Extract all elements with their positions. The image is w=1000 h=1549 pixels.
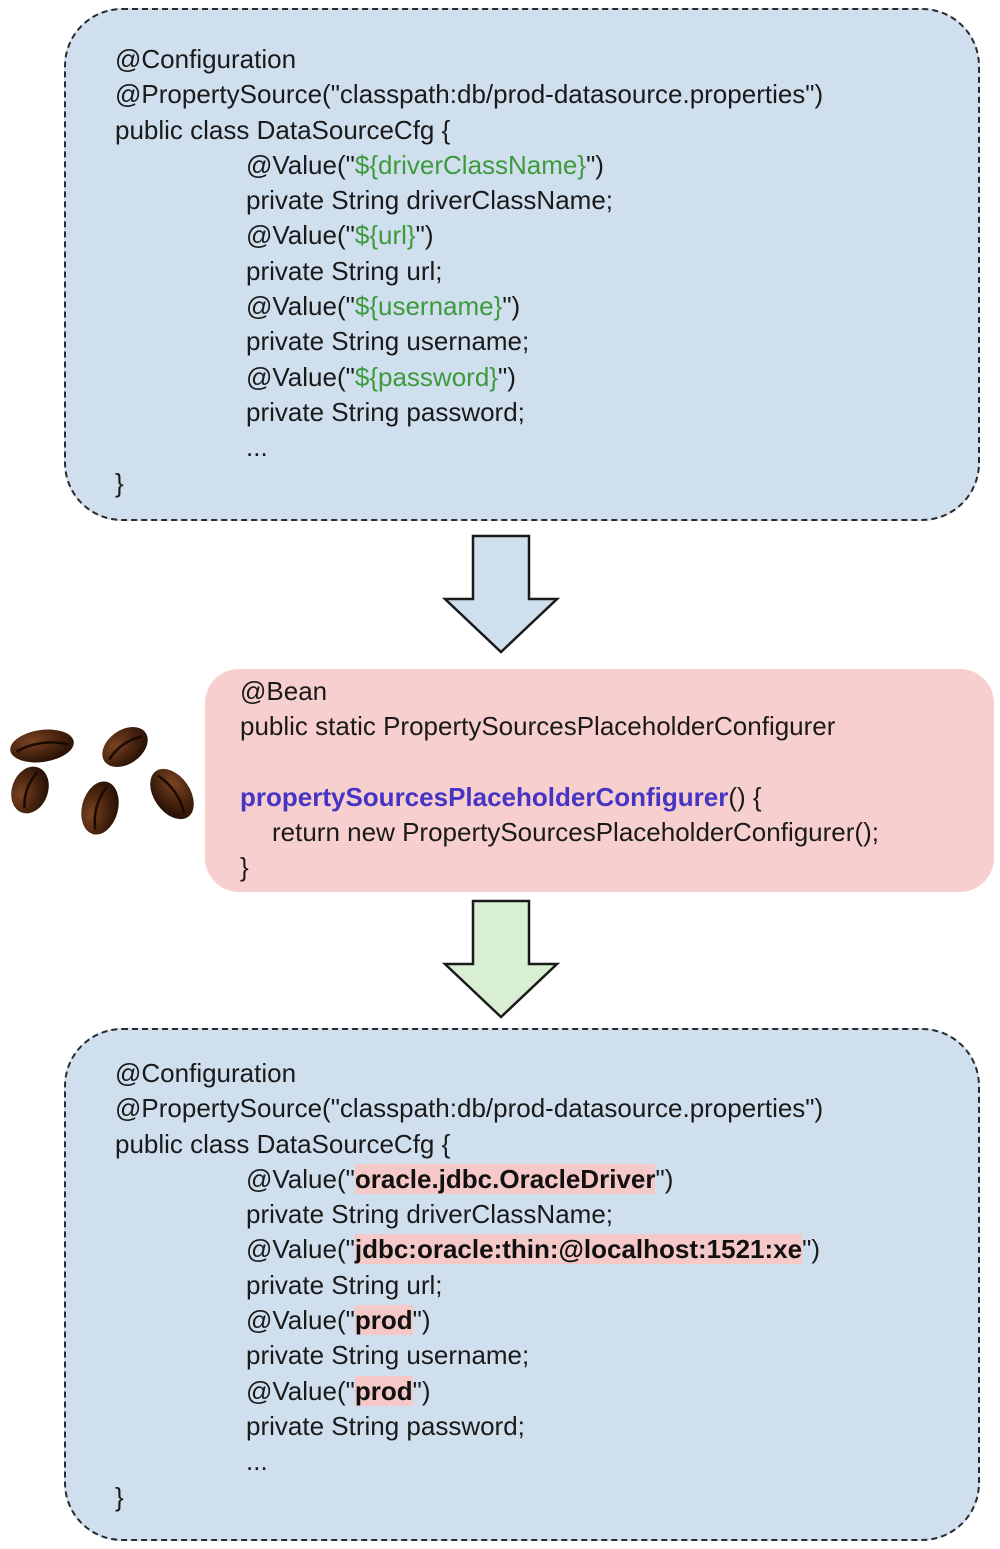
value-annotation: @Value("${url}") (246, 220, 434, 251)
value-annotation: @Value("prod") (246, 1375, 431, 1406)
resolved-value: oracle.jdbc.OracleDriver (354, 1163, 656, 1194)
blank-line (240, 745, 994, 780)
coffee-bean (102, 727, 148, 767)
resolved-value: prod (354, 1305, 413, 1336)
method-name-line: propertySourcesPlaceholderConfigurer() { (240, 781, 762, 812)
placeholder-expression: ${username} (354, 291, 503, 322)
property-source-annotation: @PropertySource("classpath:db/prod-datas… (115, 1093, 824, 1124)
placeholder-expression: ${password} (354, 361, 498, 392)
ellipsis: ... (246, 1446, 268, 1477)
bean-annotation: @Bean (240, 676, 328, 706)
value-annotation: @Value("${driverClassName}") (246, 149, 604, 180)
coffee-bean (81, 781, 119, 835)
coffee-bean (150, 768, 194, 820)
method-closing-brace: } (240, 852, 249, 883)
method-name: propertySourcesPlaceholderConfigurer (240, 781, 729, 812)
class-declaration: public class DataSourceCfg { (115, 1128, 451, 1159)
field-declaration: private String username; (246, 326, 530, 357)
field-declaration: private String url; (246, 1269, 443, 1300)
coffee-beans-icon (10, 727, 194, 835)
field-declaration: private String password; (246, 396, 525, 427)
configuration-annotation: @Configuration (115, 1058, 297, 1088)
resolved-value: jdbc:oracle:thin:@localhost:1521:xe (354, 1234, 803, 1265)
field-declaration: private String password; (246, 1410, 525, 1441)
down-arrow-icon (441, 899, 561, 1019)
config-box-resolved: @Configuration @PropertySource("classpat… (64, 1028, 980, 1541)
property-source-annotation: @PropertySource("classpath:db/prod-datas… (115, 79, 824, 110)
field-declaration: private String driverClassName; (246, 1199, 614, 1230)
down-arrow-icon (441, 534, 561, 654)
method-body: return new PropertySourcesPlaceholderCon… (272, 817, 879, 848)
class-closing-brace: } (115, 467, 124, 498)
class-closing-brace: } (115, 1481, 124, 1512)
placeholder-expression: ${driverClassName} (354, 149, 587, 180)
value-annotation: @Value("${username}") (246, 291, 521, 322)
config-box-placeholders: @Configuration @PropertySource("classpat… (64, 8, 980, 521)
value-annotation: @Value("jdbc:oracle:thin:@localhost:1521… (246, 1234, 820, 1265)
value-annotation: @Value("${password}") (246, 361, 516, 392)
value-annotation: @Value("oracle.jdbc.OracleDriver") (246, 1163, 674, 1194)
field-declaration: private String driverClassName; (246, 185, 614, 216)
class-declaration: public class DataSourceCfg { (115, 114, 451, 145)
method-signature: public static PropertySourcesPlaceholder… (240, 711, 836, 742)
configuration-annotation: @Configuration (115, 44, 297, 74)
field-declaration: private String username; (246, 1340, 530, 1371)
field-declaration: private String url; (246, 255, 443, 286)
resolved-value: prod (354, 1375, 413, 1406)
bean-definition-box: @Bean public static PropertySourcesPlace… (205, 669, 994, 892)
ellipsis: ... (246, 432, 268, 463)
placeholder-expression: ${url} (354, 220, 416, 251)
value-annotation: @Value("prod") (246, 1305, 431, 1336)
coffee-bean (10, 729, 74, 763)
coffee-bean (11, 766, 49, 814)
